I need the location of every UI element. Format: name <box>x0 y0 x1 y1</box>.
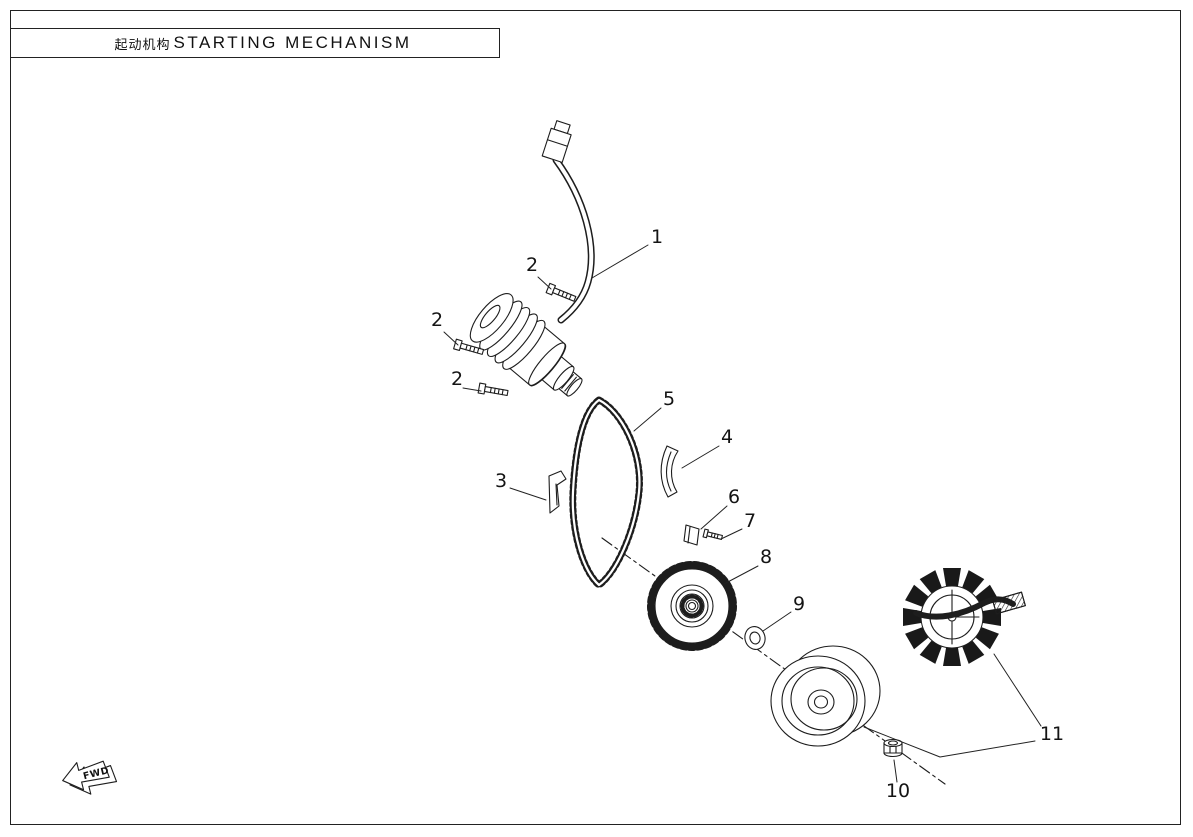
bolt-3 <box>477 382 509 399</box>
title-english: STARTING MECHANISM <box>173 33 412 52</box>
leader-lines <box>443 244 1042 783</box>
leader-4 <box>681 445 720 469</box>
leader-11a <box>993 653 1042 727</box>
chain-guide-bracket <box>548 470 567 514</box>
screw <box>702 528 723 540</box>
callout-2-c: 2 <box>451 368 463 390</box>
callout-2-a: 2 <box>526 254 538 276</box>
clip <box>683 524 700 546</box>
callout-labels: 1 2 2 2 3 4 5 6 7 8 9 10 11 <box>431 226 1064 802</box>
callout-6: 6 <box>728 486 740 508</box>
leader-5 <box>633 407 662 432</box>
callout-1: 1 <box>651 226 663 248</box>
wire-connector <box>992 591 1026 615</box>
leader-7 <box>720 528 743 540</box>
callout-7: 7 <box>744 510 756 532</box>
starter-cable <box>541 120 595 324</box>
page-border-frame <box>10 10 1181 825</box>
leader-10 <box>893 759 898 783</box>
washer <box>744 626 766 650</box>
leader-11b <box>863 726 1036 758</box>
nut <box>883 738 903 758</box>
title-block: 起动机构 STARTING MECHANISM <box>10 28 500 58</box>
flywheel-rotor <box>770 645 881 747</box>
bolt-1 <box>545 282 578 305</box>
leader-3 <box>509 487 547 501</box>
leader-1 <box>591 244 649 279</box>
leader-8 <box>723 565 759 585</box>
leader-2c <box>462 387 482 392</box>
title-chinese: 起动机构 <box>114 36 171 52</box>
leader-2b <box>443 331 459 346</box>
fwd-arrow: FWD <box>62 760 118 795</box>
callout-2-b: 2 <box>431 309 443 331</box>
starter-chain <box>569 396 643 589</box>
leader-6 <box>700 505 728 530</box>
callout-4: 4 <box>721 426 733 448</box>
cable-connector <box>541 120 572 163</box>
leader-9 <box>762 611 792 632</box>
callout-9: 9 <box>793 593 805 615</box>
callout-11: 11 <box>1040 723 1064 745</box>
callout-5: 5 <box>663 388 675 410</box>
callout-3: 3 <box>495 470 507 492</box>
starter-motor <box>469 293 583 397</box>
starter-sprocket <box>647 561 737 651</box>
leader-2a <box>537 276 552 290</box>
chain-tensioner-guide <box>660 445 679 498</box>
stator-assembly <box>903 568 1026 666</box>
callout-8: 8 <box>760 546 772 568</box>
callout-10: 10 <box>886 780 910 802</box>
